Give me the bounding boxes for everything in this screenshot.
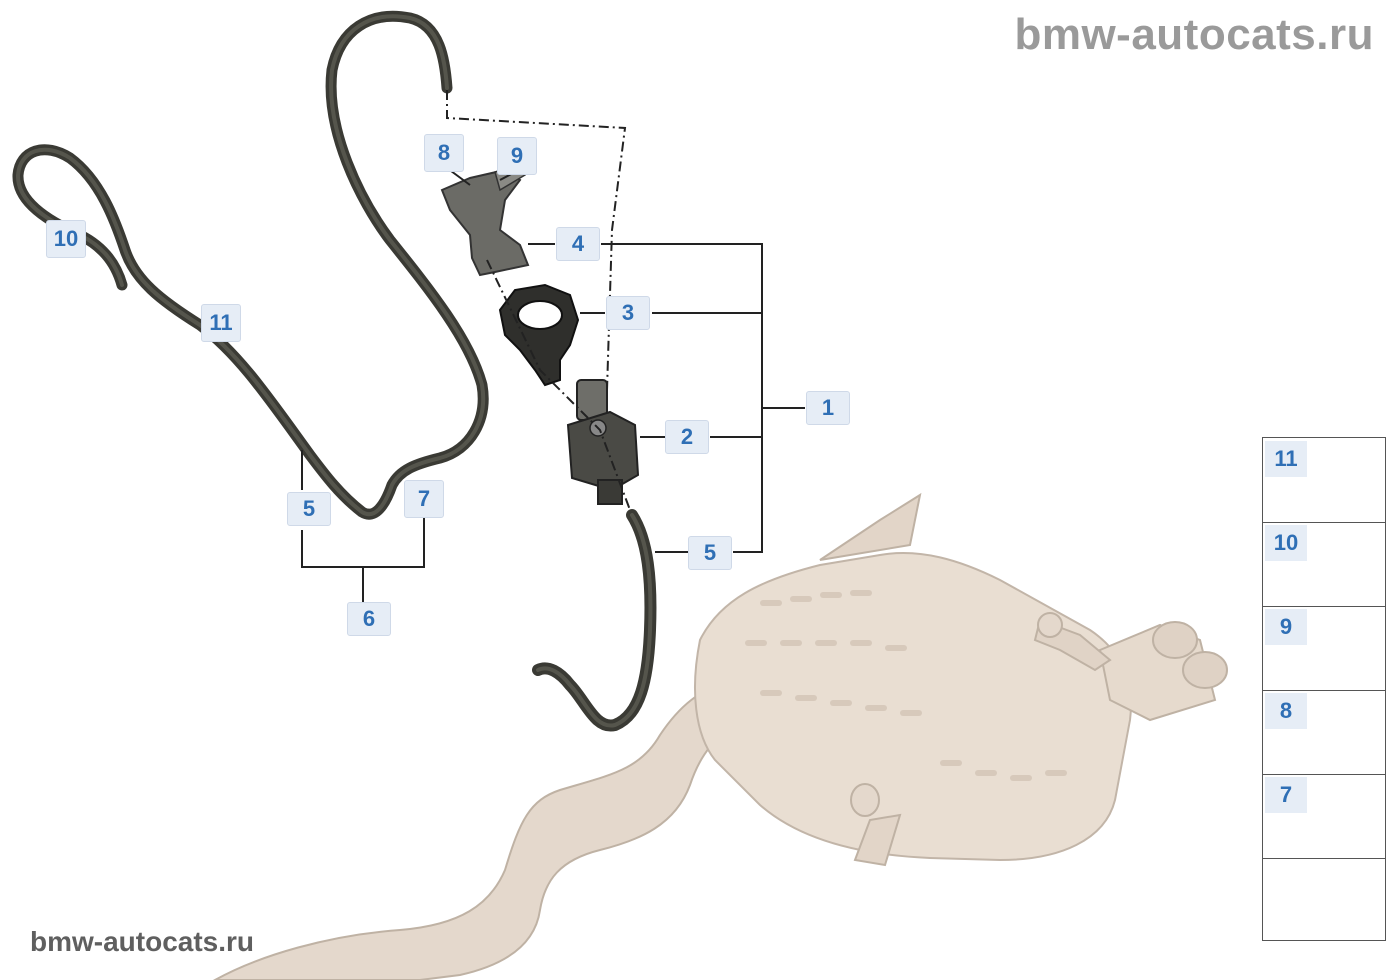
callout-7: 7	[404, 480, 444, 518]
callout-6: 6	[347, 602, 391, 636]
callout-5-left: 5	[287, 492, 331, 526]
holder-3	[498, 283, 580, 387]
leader-lines	[301, 90, 805, 602]
legend-number: 7	[1265, 777, 1307, 813]
pressure-converter-2	[566, 379, 640, 505]
callout-9: 9	[497, 137, 537, 175]
legend-item-vehicle-position	[1263, 858, 1385, 942]
callout-4: 4	[556, 227, 600, 261]
legend-item-9: 9	[1263, 606, 1385, 691]
callout-11: 11	[201, 304, 241, 342]
callout-3: 3	[606, 296, 650, 330]
exhaust-system	[212, 492, 1228, 980]
legend-item-8: 8	[1263, 690, 1385, 775]
callout-1: 1	[806, 391, 850, 425]
legend-number: 11	[1265, 441, 1307, 477]
vacuum-hose-5	[532, 509, 657, 732]
bracket-4	[440, 164, 530, 277]
callout-2: 2	[665, 420, 709, 454]
parts-legend: 11 10 9 8 7	[1262, 437, 1386, 941]
vacuum-hose-6	[12, 10, 489, 520]
legend-number: 8	[1265, 693, 1307, 729]
legend-item-10: 10	[1263, 522, 1385, 607]
watermark-top: bmw-autocats.ru	[1014, 10, 1374, 59]
callout-8: 8	[424, 134, 464, 172]
legend-item-7: 7	[1263, 774, 1385, 859]
watermark-bottom: bmw-autocats.ru	[30, 926, 255, 957]
legend-number: 10	[1265, 525, 1307, 561]
legend-number: 9	[1265, 609, 1307, 645]
callout-5-right: 5	[688, 536, 732, 570]
callout-10: 10	[46, 220, 86, 258]
legend-item-11: 11	[1263, 438, 1385, 523]
